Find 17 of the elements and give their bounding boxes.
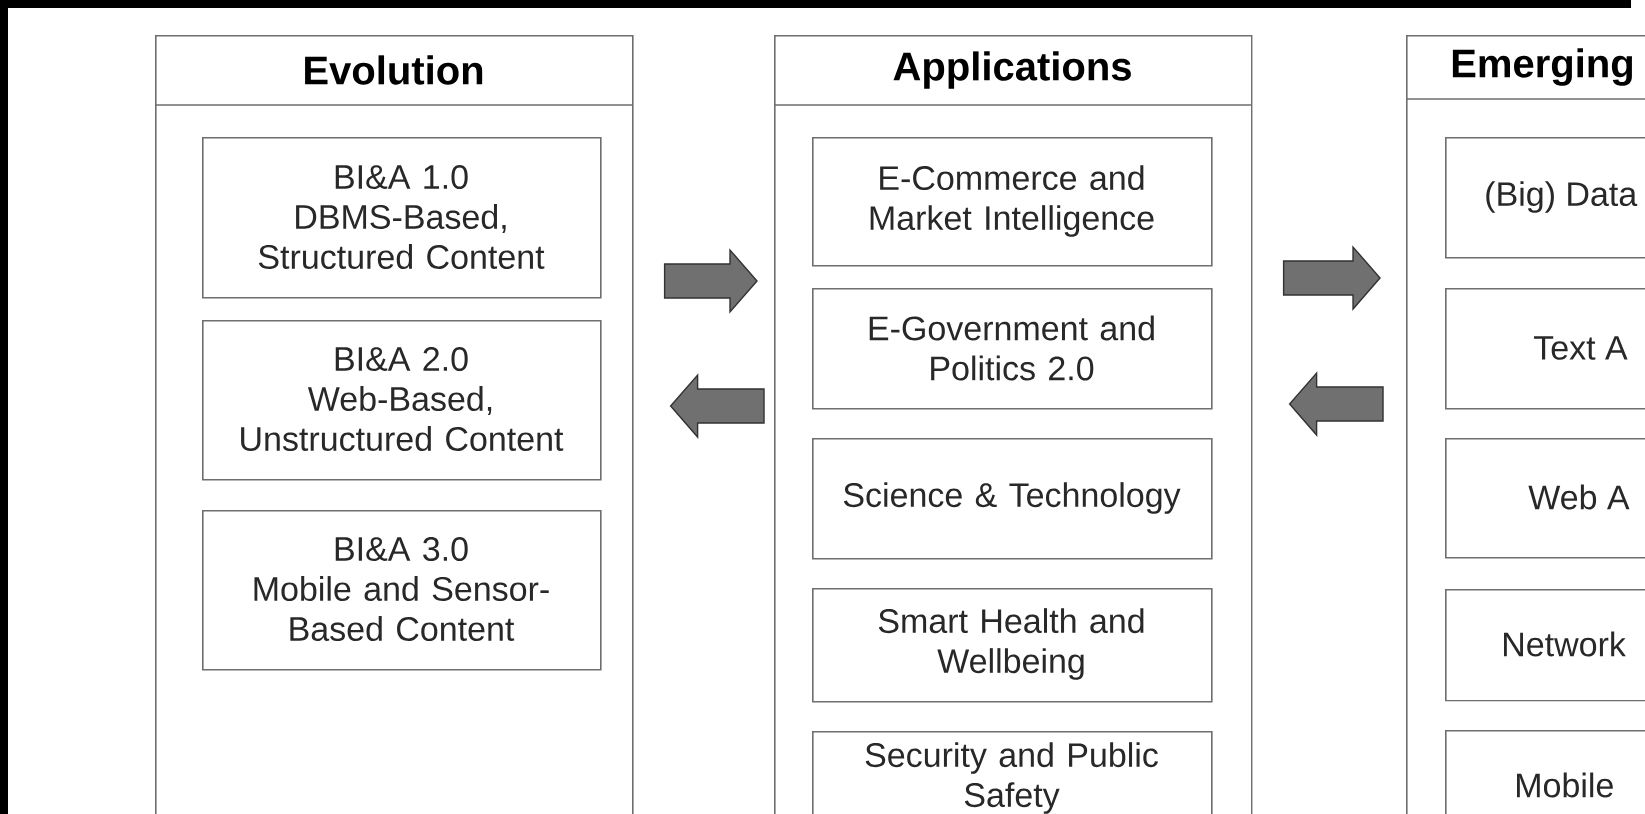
text-box: Mobile — [1445, 730, 1645, 814]
text-box: Security and Public Safety — [812, 731, 1213, 814]
text-box: (Big) Data — [1445, 137, 1645, 259]
block-arrow — [663, 248, 758, 314]
block-arrow — [669, 373, 765, 439]
text-box: Network — [1445, 589, 1645, 702]
text-box: Text A — [1445, 288, 1645, 410]
text-box: Smart Health and Wellbeing — [812, 588, 1213, 703]
text-box: BI&A 2.0 Web-Based, Unstructured Content — [202, 320, 602, 481]
text-box: BI&A 3.0 Mobile and Sensor-Based Content — [202, 510, 602, 671]
text-box: Web A — [1445, 438, 1645, 559]
text-box: Science & Technology — [812, 438, 1213, 560]
text-box: BI&A 1.0 DBMS-Based, Structured Content — [202, 137, 602, 299]
block-arrow — [1282, 245, 1381, 311]
block-arrow — [1288, 371, 1384, 437]
text-box: E-Government and Politics 2.0 — [812, 288, 1213, 410]
text-box: E-Commerce and Market Intelligence — [812, 137, 1213, 267]
